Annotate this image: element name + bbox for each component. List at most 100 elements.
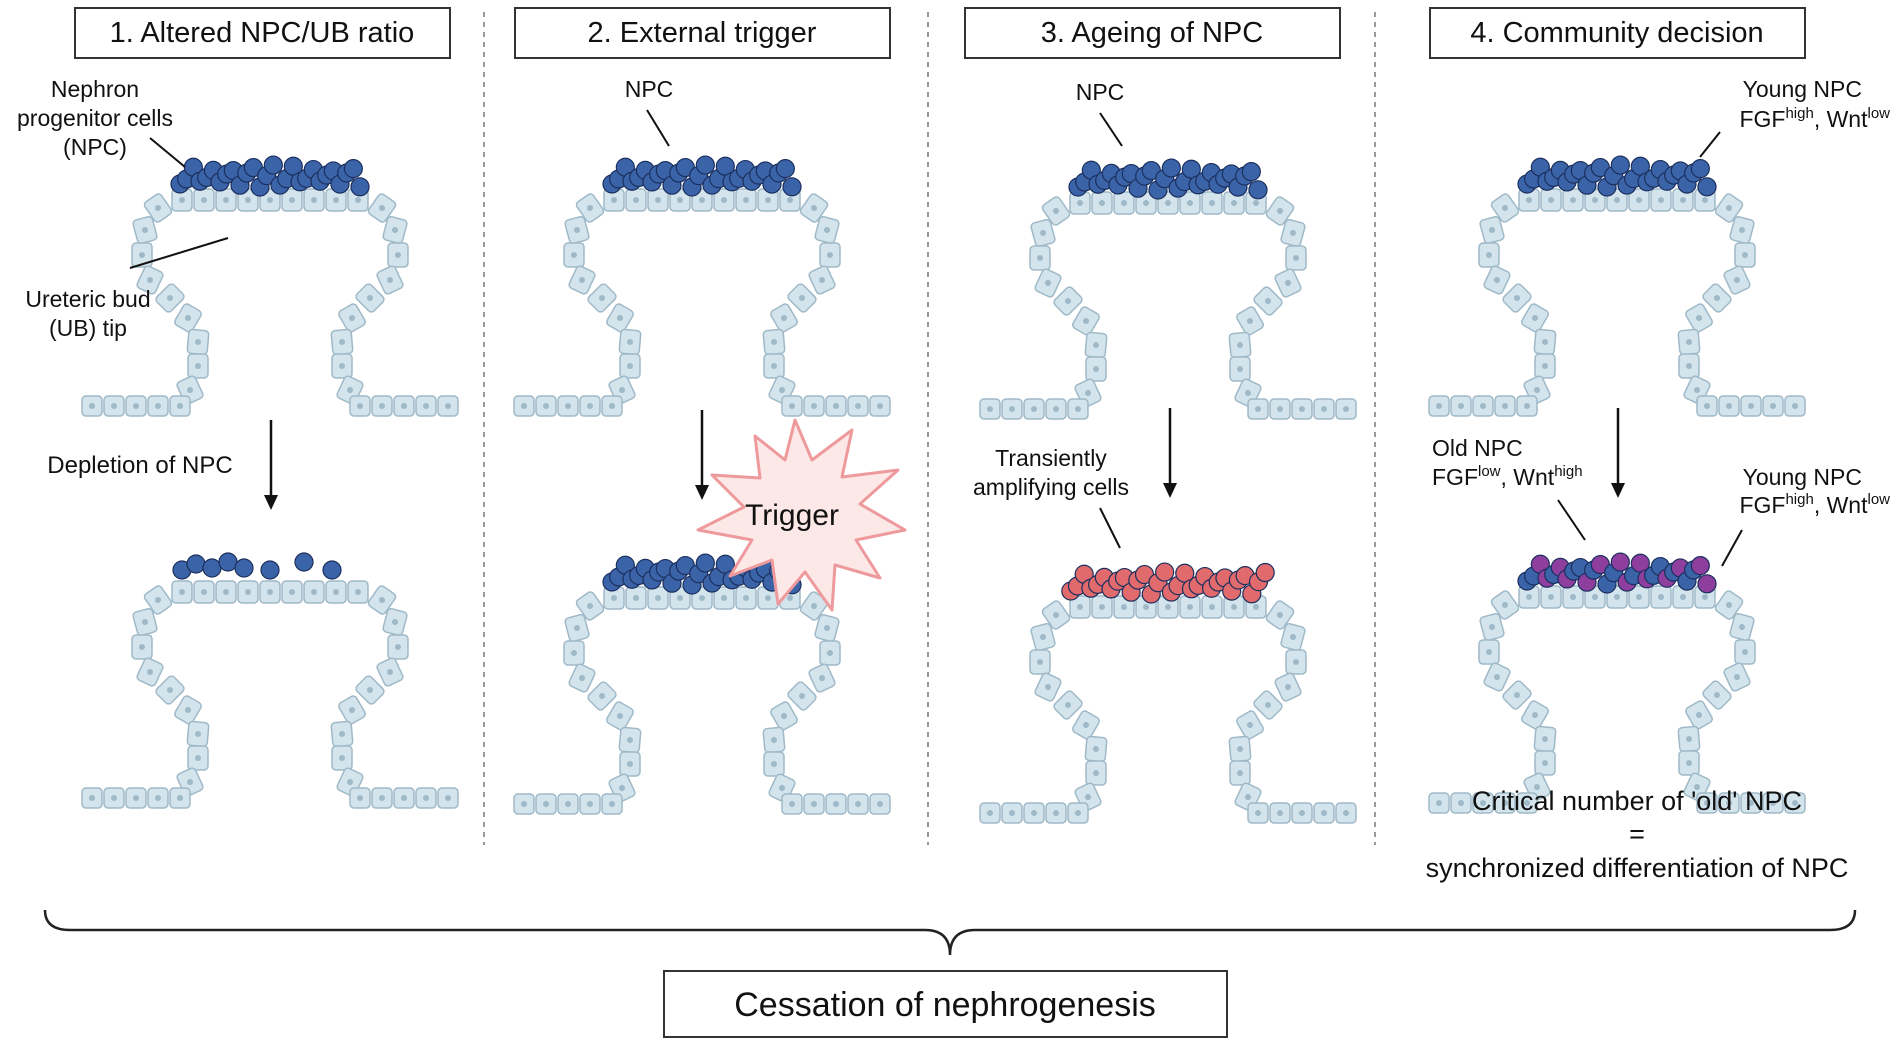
ub-cell <box>1702 283 1732 313</box>
trigger-burst-icon <box>696 418 907 612</box>
ub-cell <box>174 303 202 333</box>
panel-2-labels: NPC Trigger <box>625 76 907 612</box>
ub-cell <box>1516 395 1538 417</box>
ub-cell <box>762 328 786 356</box>
panel-title-4: 4. Community decision <box>1429 7 1806 59</box>
ub-cell <box>1650 585 1672 609</box>
npc-cell <box>1241 162 1261 182</box>
ub-cell <box>1540 188 1562 212</box>
ub-cell <box>1034 672 1062 702</box>
ub-cell <box>1335 398 1357 420</box>
ub-cell <box>847 395 869 417</box>
ub-cell <box>1702 680 1732 710</box>
ub-cell <box>393 787 415 809</box>
ub-cell <box>770 701 798 731</box>
ub-cell <box>1718 395 1740 417</box>
npc-label-line-2: progenitor cells <box>17 105 173 131</box>
ub-cell <box>762 726 786 754</box>
ub-cell <box>330 720 354 748</box>
ub-cell <box>1718 792 1740 814</box>
ub-cell <box>1729 215 1755 245</box>
ub-cell <box>215 188 237 212</box>
ub-cell <box>186 328 210 356</box>
ub-cell <box>1478 639 1500 665</box>
young-npc-label-top: Young NPC <box>1743 76 1862 102</box>
ub-cell <box>1478 242 1500 268</box>
ub-cell <box>1247 398 1269 420</box>
ub-label-line-2: (UB) tip <box>49 315 127 341</box>
ub-cell <box>103 787 125 809</box>
panel-3-labels: NPC Transiently amplifying cells <box>973 79 1177 549</box>
ub-cell <box>1001 398 1023 420</box>
ub-cell <box>568 663 596 693</box>
ub-cell <box>1179 595 1201 619</box>
ub-cell <box>1072 306 1100 336</box>
ub-cell <box>376 657 404 687</box>
arrow-down-icon <box>1163 408 1177 498</box>
ub-cell <box>1472 792 1494 814</box>
ub-cell <box>513 395 535 417</box>
ub-cell <box>330 328 354 356</box>
ub-cell <box>415 787 437 809</box>
npc-cell <box>1690 556 1710 576</box>
ub-cell <box>415 395 437 417</box>
ub-cell <box>825 793 847 815</box>
ub-cell <box>1085 356 1107 382</box>
npc-cell <box>1610 552 1630 572</box>
ub-cell <box>171 580 193 604</box>
ub-cell <box>763 353 785 379</box>
ub-cell <box>625 586 647 610</box>
ub-cell <box>647 188 669 212</box>
ub-cell <box>1472 395 1494 417</box>
npc-cell <box>782 177 802 197</box>
ub-cell <box>147 787 169 809</box>
ub-cell <box>136 657 164 687</box>
ub-cell <box>125 787 147 809</box>
ub-pointer-line <box>129 237 229 269</box>
ureteric-bud-8 <box>1428 585 1806 814</box>
ub-cell <box>303 188 325 212</box>
npc-cell <box>350 177 370 197</box>
ub-cell <box>1045 398 1067 420</box>
npc-cell <box>202 558 222 578</box>
ub-cell <box>349 395 371 417</box>
ub-cell <box>601 793 623 815</box>
ub-cell <box>325 580 347 604</box>
panel-title-1: 1. Altered NPC/UB ratio <box>74 7 451 59</box>
npc-cell <box>695 155 715 175</box>
ub-cell <box>1228 735 1252 763</box>
ub-cell <box>808 265 836 295</box>
npc-cap-depleted <box>172 552 342 580</box>
ub-cell <box>131 634 153 660</box>
ub-cell <box>1677 725 1701 753</box>
ub-cell <box>1023 802 1045 824</box>
ub-cell <box>81 787 103 809</box>
ub-cell <box>557 793 579 815</box>
ub-cell <box>1685 700 1713 730</box>
ub-cell <box>281 188 303 212</box>
ub-cell <box>259 580 281 604</box>
tac-cap <box>1061 562 1275 604</box>
ub-cell <box>347 580 369 604</box>
ub-cell <box>1450 395 1472 417</box>
ub-cell <box>1229 356 1251 382</box>
young-pointer-line-bottom <box>1721 529 1743 567</box>
ub-cell <box>147 395 169 417</box>
npc-cell <box>1697 177 1717 197</box>
ub-cell <box>713 586 735 610</box>
ub-cell <box>1521 700 1549 730</box>
ub-cell <box>143 193 173 223</box>
npc-cell <box>1610 155 1630 175</box>
ub-cell <box>535 793 557 815</box>
ub-cell <box>513 793 535 815</box>
ub-cell <box>215 580 237 604</box>
ub-cell <box>387 242 409 268</box>
ub-cell <box>1479 215 1505 245</box>
ub-cell <box>601 395 623 417</box>
ub-cell <box>193 580 215 604</box>
ub-cell <box>136 265 164 295</box>
ub-cell <box>1494 395 1516 417</box>
ub-cell <box>1179 191 1201 215</box>
ub-cell <box>132 607 158 637</box>
ub-cell <box>367 193 397 223</box>
